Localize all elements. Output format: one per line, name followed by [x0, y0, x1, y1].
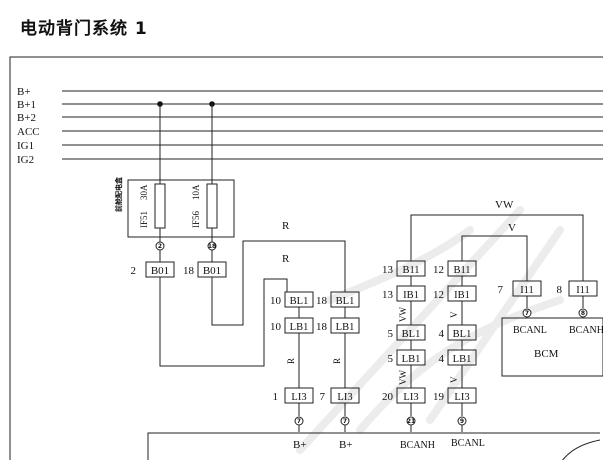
connector-label: LB1: [402, 354, 421, 365]
connector-label: I11: [576, 285, 590, 296]
fuse-if51: [154, 183, 166, 229]
pin-number: 18: [316, 321, 328, 333]
connector-label: BL1: [453, 329, 472, 340]
connector-label: LB1: [290, 322, 309, 333]
pin-number: 1: [273, 391, 279, 403]
pin-number: 8: [557, 284, 563, 296]
splice-label: 7: [525, 310, 529, 317]
fuse-if51-rating: 30A: [139, 184, 149, 200]
bcm-module: [501, 317, 603, 377]
bus-label-acc: ACC: [17, 126, 40, 138]
splice-label: 8: [581, 310, 585, 317]
wire-color-label: V: [449, 376, 459, 383]
connector-label: BL1: [402, 329, 421, 340]
bottom-module-outline: [147, 432, 600, 460]
connector-label: LB1: [453, 354, 472, 365]
splice-circle: [578, 308, 588, 318]
splice-circle: [522, 308, 532, 318]
connector-label: B01: [151, 265, 169, 277]
connector-label: B01: [203, 265, 221, 277]
page-title: 电动背门系统 1: [20, 19, 148, 39]
pin-number: 4: [439, 328, 445, 340]
pin-number: 12: [433, 289, 444, 301]
splice-label: 21: [407, 418, 415, 425]
connector-label: BL1: [290, 296, 309, 307]
pin-number: 20: [382, 391, 394, 403]
signal-label: BCANL: [451, 438, 485, 449]
wire-color-label: R: [282, 220, 290, 232]
pin-number: 4: [439, 353, 445, 365]
connector-label: IB1: [454, 290, 470, 301]
wire-color-label: R: [286, 358, 296, 364]
fuse-if51-name: IF51: [139, 211, 149, 228]
signal-label: BCANL: [513, 325, 547, 336]
pin-number: 18: [316, 295, 328, 307]
connector-label: BL1: [336, 296, 355, 307]
fuse-if56: [206, 183, 218, 229]
bottom-module-curve: [561, 439, 601, 460]
splice-label: 7: [343, 418, 347, 425]
pin-circle-label: 18: [208, 243, 216, 250]
pin-circle-label: 2: [158, 243, 162, 250]
connector-label: B11: [402, 265, 419, 276]
pin-number: 13: [382, 289, 394, 301]
connector-label: IB1: [403, 290, 419, 301]
fuse-if56-rating: 10A: [191, 184, 201, 200]
splice-label: 7: [297, 418, 301, 425]
fuse-box: [127, 179, 235, 238]
signal-label: BCANH: [400, 440, 435, 451]
pin-number: 19: [433, 391, 445, 403]
pin-number: 5: [388, 353, 394, 365]
signal-label: B+: [293, 439, 307, 451]
wire-color-label: VW: [495, 199, 514, 211]
module-label: BCM: [534, 348, 559, 360]
connector-label: B11: [453, 265, 470, 276]
bus-label-bplus: B+: [17, 86, 31, 98]
bus-label-ig2: IG2: [17, 154, 34, 166]
splice-label: 9: [460, 418, 464, 425]
pin-number: 13: [382, 264, 394, 276]
connector-label: LI3: [403, 392, 418, 403]
connector-label: LB1: [336, 322, 355, 333]
pin-number: 18: [183, 265, 195, 277]
pin-number: 12: [433, 264, 444, 276]
bus-label-ig1: IG1: [17, 140, 34, 152]
signal-label: B+: [339, 439, 353, 451]
diagram-frame: [9, 56, 603, 460]
pin-number: 7: [498, 284, 504, 296]
wire-color-label: VW: [398, 370, 408, 385]
connector-label: LI3: [454, 392, 469, 403]
pin-number: 10: [270, 321, 282, 333]
pin-number: 7: [320, 391, 326, 403]
wire-color-label: V: [449, 311, 459, 318]
wire-color-label: V: [508, 222, 516, 234]
bus-label-bplus1: B+1: [17, 99, 36, 111]
pin-number: 10: [270, 295, 282, 307]
connector-label: LI3: [337, 392, 352, 403]
wire-color-label: VW: [398, 307, 408, 322]
wire-color-label: R: [332, 358, 342, 364]
pin-number: 5: [388, 328, 394, 340]
fusebox-label: 前舱配电盒: [114, 176, 123, 212]
bus-label-bplus2: B+2: [17, 112, 36, 124]
fuse-if56-name: IF56: [191, 210, 201, 228]
connector-label: I11: [520, 285, 534, 296]
signal-label: BCANH: [569, 325, 603, 336]
connector-label: LI3: [291, 392, 306, 403]
pin-number: 2: [131, 265, 137, 277]
wire-color-label: R: [282, 253, 290, 265]
